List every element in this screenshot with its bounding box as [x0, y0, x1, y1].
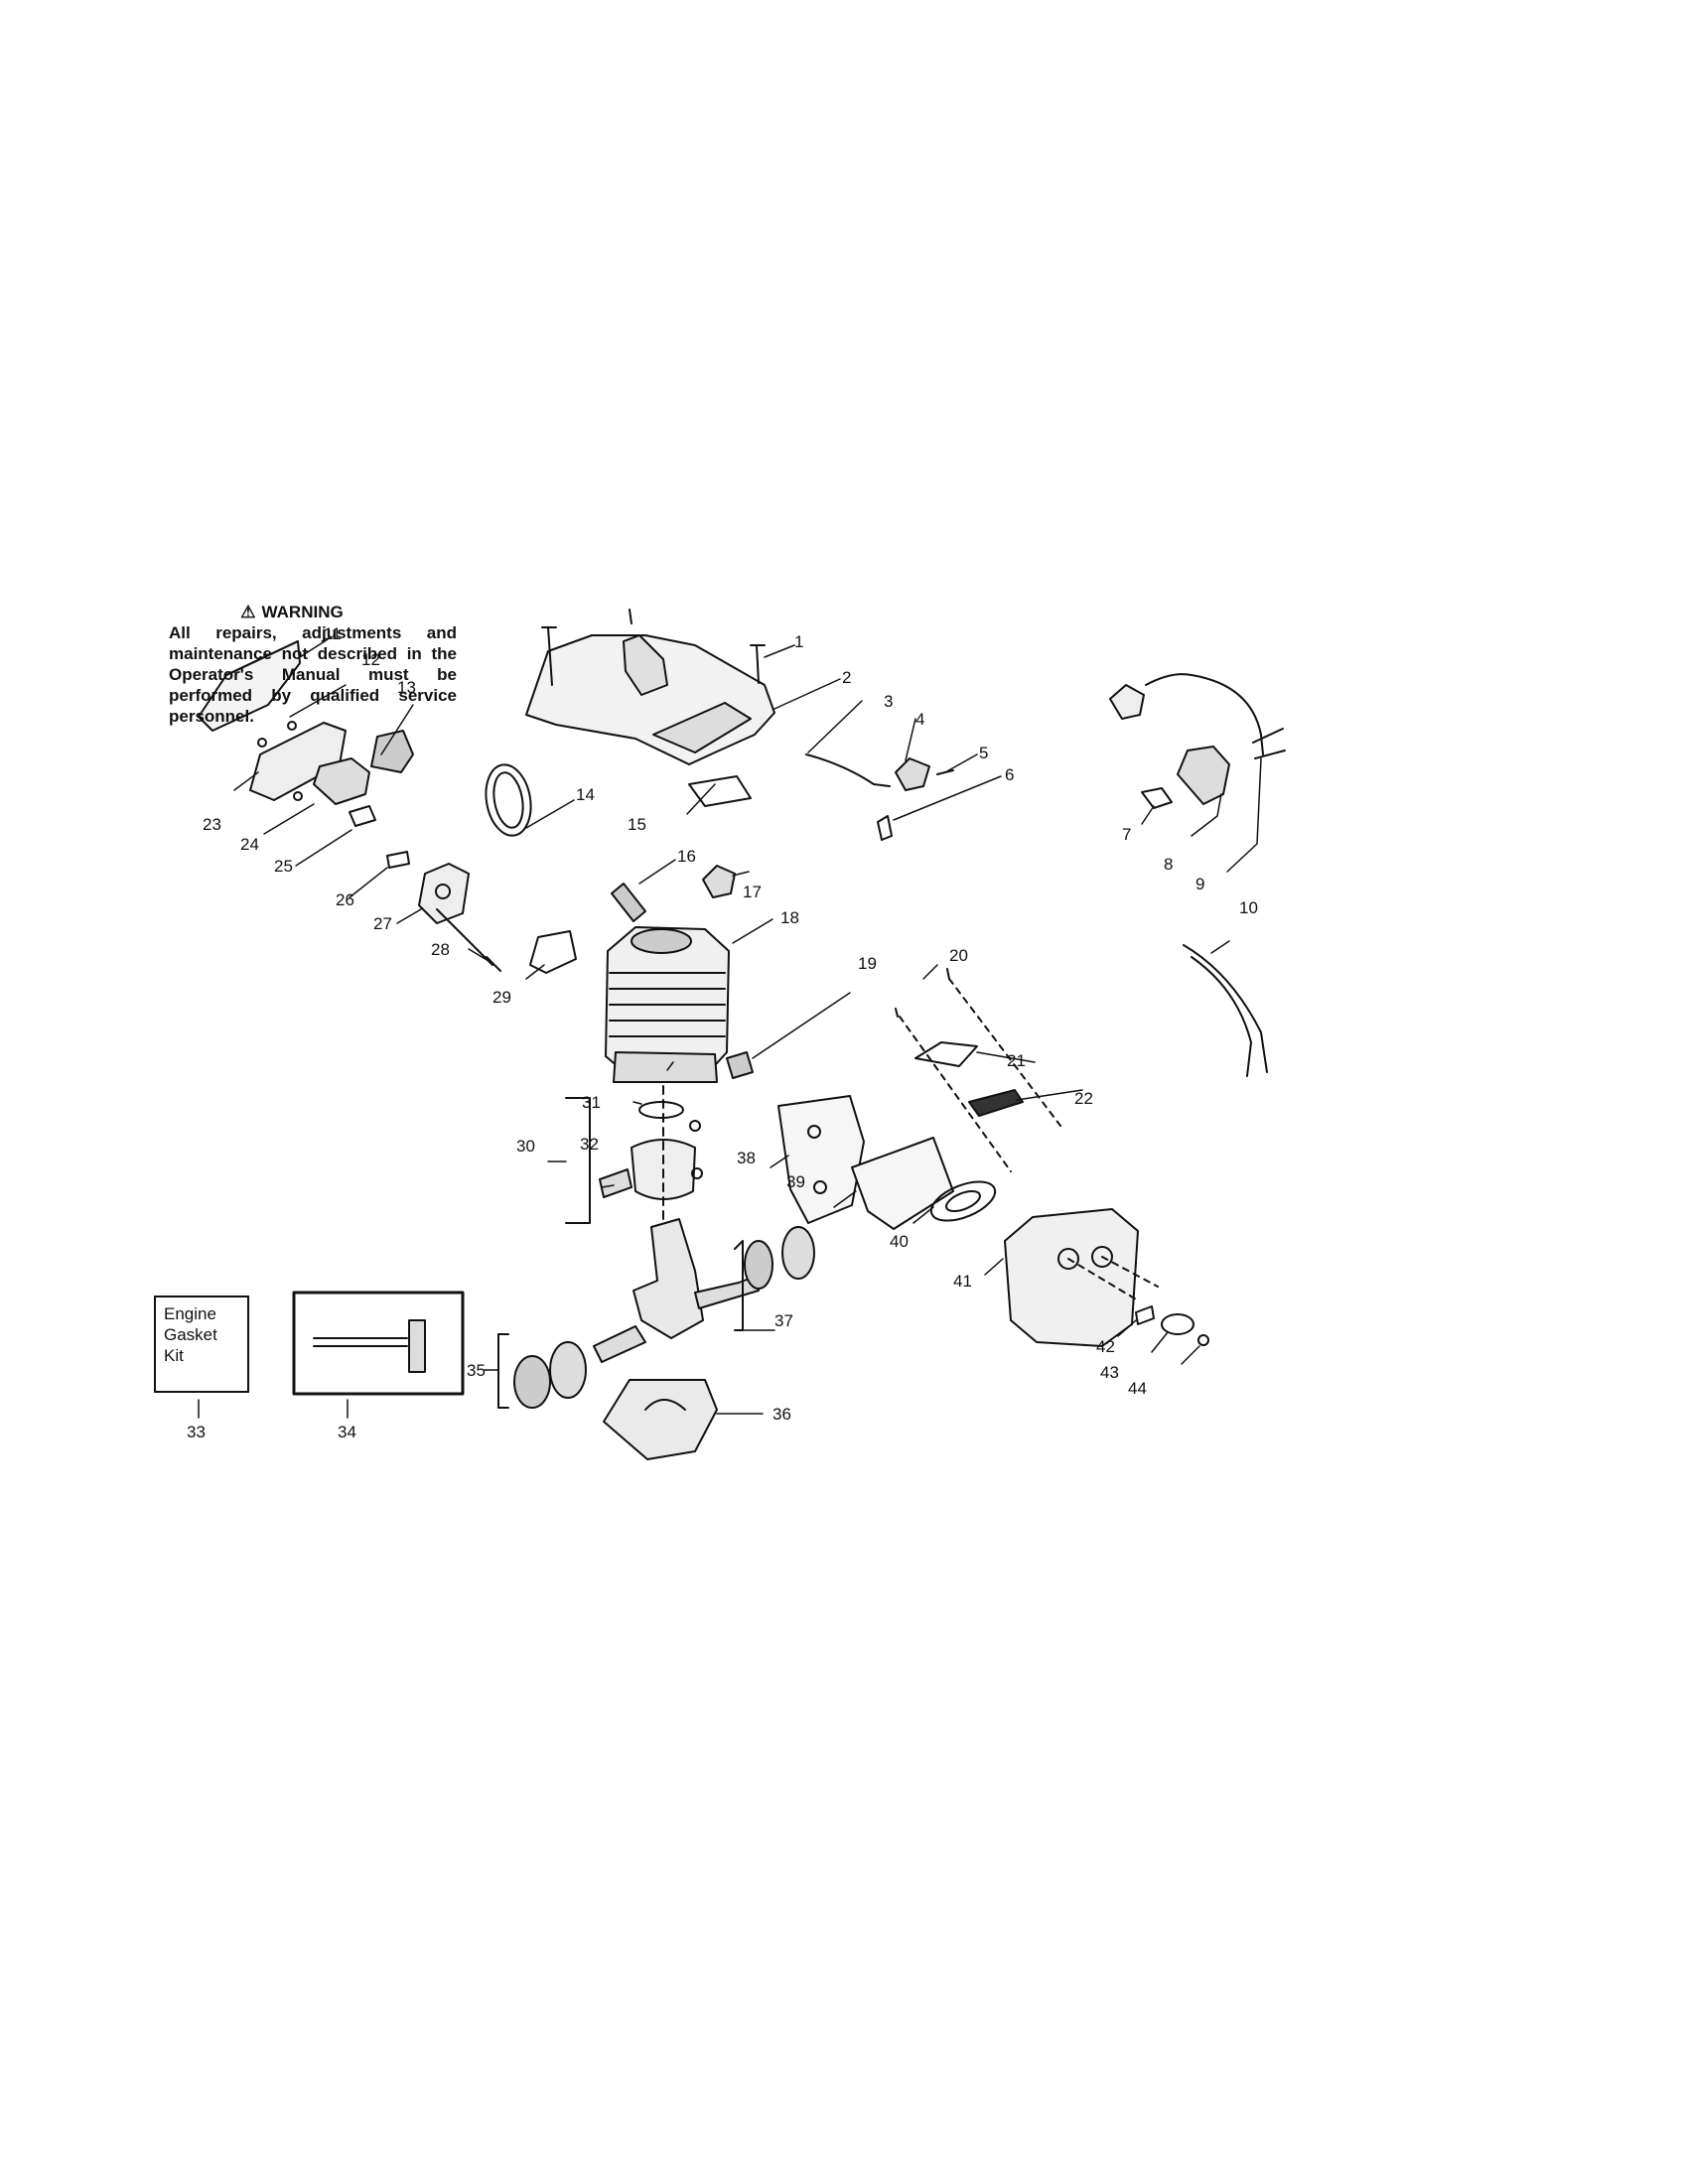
callout-27: 27	[373, 914, 392, 933]
callout-8: 8	[1164, 855, 1173, 874]
carburetor	[313, 757, 370, 805]
callout-13: 13	[397, 678, 416, 697]
callout-6: 6	[1005, 765, 1014, 784]
callout-17: 17	[743, 883, 762, 901]
muffler-plate	[914, 1041, 978, 1067]
callout-39: 39	[786, 1172, 805, 1191]
warning-body: All repairs, adjustments and maintenance…	[169, 623, 457, 726]
callout-41: 41	[953, 1272, 972, 1291]
callout-28: 28	[431, 940, 450, 959]
callout-30: 30	[516, 1137, 535, 1156]
callout-11: 11	[324, 624, 342, 643]
crankcase-half	[603, 1379, 718, 1460]
callout-9: 9	[1195, 875, 1204, 893]
callout-12: 12	[361, 650, 380, 669]
callout-34: 34	[338, 1423, 356, 1441]
callout-42: 42	[1096, 1337, 1115, 1356]
callout-20: 20	[949, 946, 968, 965]
crankshaft	[632, 1218, 704, 1339]
warning-notice: ⚠ WARNING All repairs, adjustments and ma…	[169, 602, 457, 727]
callout-33: 33	[187, 1423, 206, 1441]
callout-25: 25	[274, 857, 293, 876]
gasket-kit-line-2: Gasket	[164, 1325, 217, 1344]
callout-38: 38	[737, 1149, 756, 1167]
callout-29: 29	[492, 988, 511, 1007]
callout-24: 24	[240, 835, 259, 854]
callout-19: 19	[858, 954, 877, 973]
callout-1: 1	[794, 632, 803, 651]
engine-gasket-kit-box: Engine Gasket Kit	[154, 1296, 249, 1393]
callout-15: 15	[628, 815, 646, 834]
callout-36: 36	[772, 1405, 791, 1424]
intake-boot	[370, 730, 414, 773]
callout-37: 37	[774, 1311, 793, 1330]
ignition-coil	[1177, 746, 1230, 805]
callout-43: 43	[1100, 1363, 1119, 1382]
callout-40: 40	[890, 1232, 909, 1251]
warning-triangle-icon: ⚠	[240, 603, 256, 621]
heat-shield	[777, 1095, 865, 1224]
muffler	[1004, 1208, 1139, 1347]
gasket-kit-line-3: Kit	[164, 1346, 184, 1365]
callout-7: 7	[1122, 825, 1131, 844]
callout-4: 4	[915, 710, 924, 729]
tool-kit-box	[292, 1291, 465, 1396]
callout-21: 21	[1007, 1051, 1026, 1070]
callout-14: 14	[576, 785, 595, 804]
callout-26: 26	[336, 890, 354, 909]
warning-heading: ⚠ WARNING	[163, 602, 421, 622]
callout-35: 35	[467, 1361, 486, 1380]
gasket-kit-line-1: Engine	[164, 1304, 216, 1323]
callout-22: 22	[1074, 1089, 1093, 1108]
warning-title: WARNING	[261, 603, 344, 621]
carburetor-housing	[249, 722, 347, 801]
callout-16: 16	[677, 847, 696, 866]
callout-44: 44	[1128, 1379, 1147, 1398]
callout-32: 32	[580, 1135, 599, 1154]
callout-10: 10	[1239, 898, 1258, 917]
callout-5: 5	[979, 744, 988, 762]
callout-3: 3	[884, 692, 893, 711]
callout-31: 31	[582, 1093, 601, 1112]
callout-23: 23	[203, 815, 221, 834]
ignition-ring	[485, 763, 532, 837]
intake-flange	[418, 863, 470, 924]
spark-plug	[611, 883, 646, 922]
callout-2: 2	[842, 668, 851, 687]
callout-18: 18	[780, 908, 799, 927]
